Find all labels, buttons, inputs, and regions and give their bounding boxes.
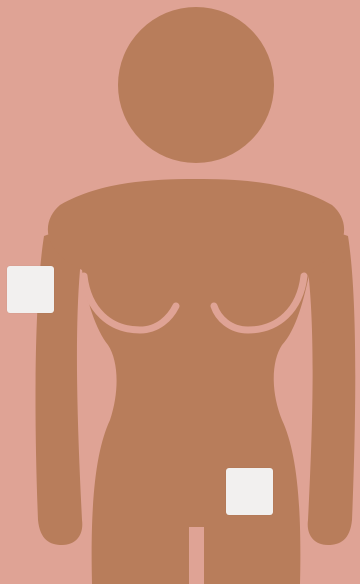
head-shape [118,7,274,163]
right-arm-shape [308,233,356,545]
upper-arm-patch [7,266,54,313]
leg-gap [189,527,204,584]
abdomen-patch [226,468,273,515]
